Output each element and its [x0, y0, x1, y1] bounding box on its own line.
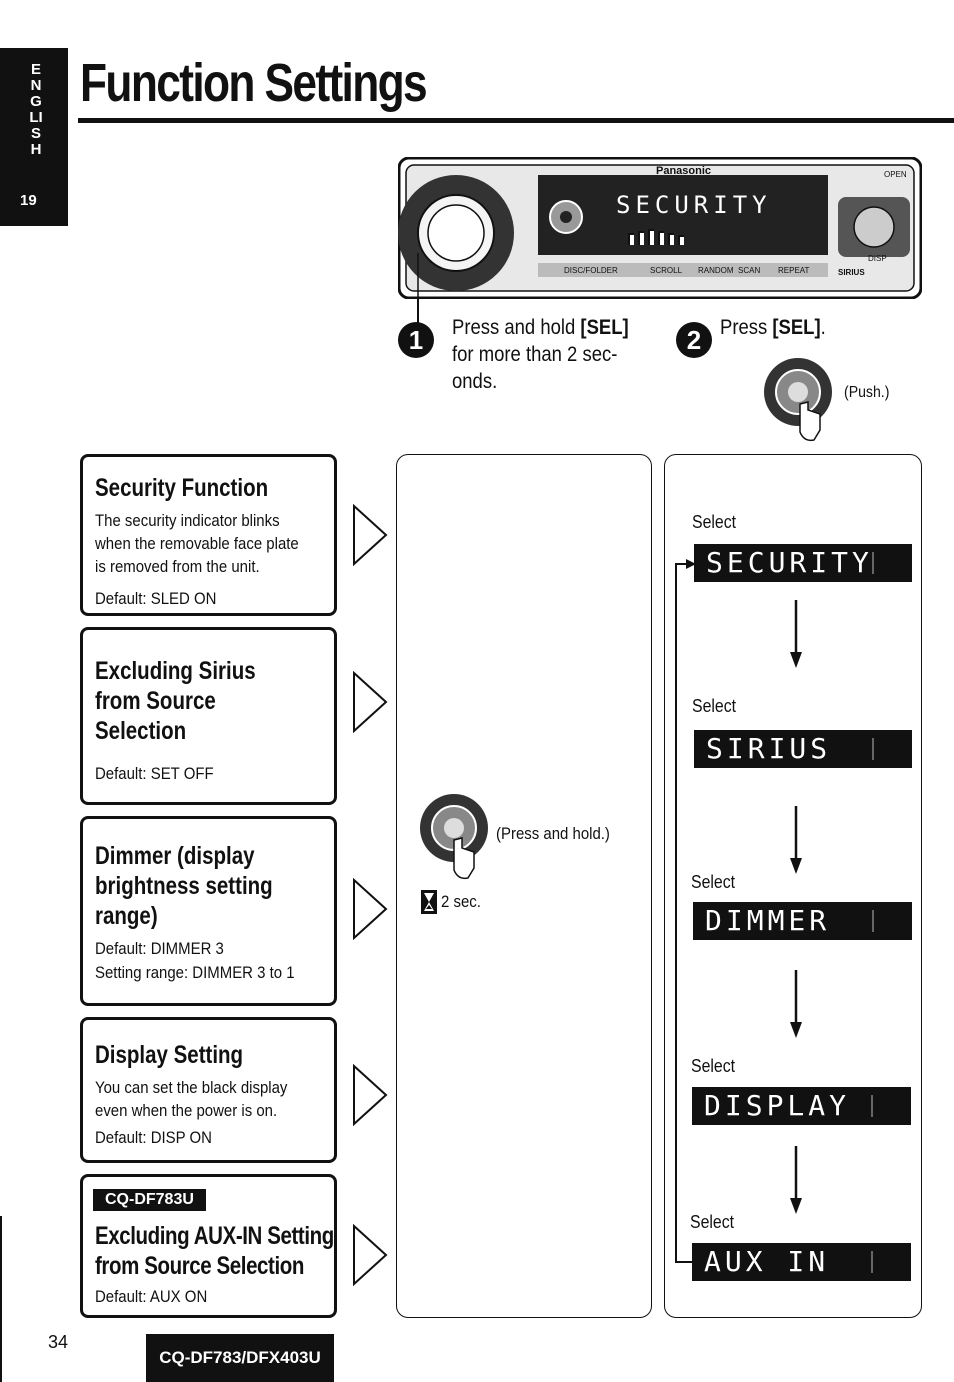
- card-excluding-sirius: Excluding Sirius from Source Selection D…: [80, 627, 337, 805]
- lcd-dimmer: DIMMER: [693, 902, 912, 940]
- arrow-right-icon: [353, 1064, 388, 1126]
- pointer-line: [417, 298, 419, 332]
- card-default: Default: SET OFF: [95, 764, 214, 783]
- arrow-right-icon: [353, 504, 388, 566]
- model-badge: CQ-DF783U: [93, 1189, 206, 1211]
- step-1-text: Press and hold [SEL] for more than 2 sec…: [452, 316, 629, 393]
- card-default: Default: SLED ON: [95, 589, 217, 608]
- card-title: from Source: [95, 687, 216, 715]
- loop-back-arrow: [675, 559, 696, 1263]
- select-label: Select: [691, 872, 736, 892]
- arrow-right-icon: [353, 878, 388, 940]
- lcd-display: DISPLAY: [692, 1087, 911, 1125]
- card-desc: when the removable face plate: [95, 534, 299, 553]
- section-number: 19: [20, 192, 37, 209]
- svg-text:SCROLL: SCROLL: [650, 266, 683, 275]
- push-note: (Push.): [844, 384, 890, 401]
- card-desc: You can set the black display: [95, 1078, 288, 1097]
- card-display-setting: Display Setting You can set the black di…: [80, 1017, 337, 1163]
- arrow-down-icon: [790, 600, 802, 668]
- step-2-text: Press [SEL].: [720, 316, 826, 339]
- lcd-sirius: SIRIUS: [694, 730, 912, 768]
- card-desc: even when the power is on.: [95, 1101, 278, 1120]
- arrow-right-icon: [353, 671, 388, 733]
- card-title: Display Setting: [95, 1041, 244, 1069]
- card-title: Selection: [95, 717, 187, 745]
- step-2-number: 2: [676, 322, 712, 358]
- page-number: 34: [48, 1332, 69, 1352]
- svg-text:RANDOM: RANDOM: [698, 266, 734, 275]
- arrow-right-icon: [353, 1224, 388, 1286]
- hold-instruction-panel: [396, 454, 652, 1318]
- selection-flow-panel: [664, 454, 922, 1318]
- card-title: Excluding AUX-IN Setting: [95, 1222, 334, 1250]
- card-setting-range: Setting range: DIMMER 3 to 1: [95, 963, 295, 982]
- arrow-down-icon: [790, 970, 802, 1038]
- lcd-aux-in: AUX IN: [692, 1243, 911, 1281]
- press-hold-knob-icon: [420, 794, 488, 880]
- card-default: Default: DISP ON: [95, 1128, 212, 1147]
- arrow-down-icon: [790, 806, 802, 874]
- model-footer: CQ-DF783/DFX403U: [146, 1334, 334, 1382]
- select-label: Select: [690, 1212, 735, 1232]
- title-rule: [78, 118, 954, 123]
- lcd-security: SECURITY: [694, 544, 912, 582]
- card-title: range): [95, 902, 158, 930]
- svg-text:REPEAT: REPEAT: [778, 266, 810, 275]
- push-knob-icon: [764, 358, 832, 442]
- svg-text:SIRIUS: SIRIUS: [838, 268, 865, 277]
- language-tab: ENGLISH: [0, 48, 68, 226]
- language-label: ENGLISH: [29, 61, 43, 158]
- step-1-number: 1: [398, 322, 434, 358]
- svg-text:DISP: DISP: [868, 254, 887, 263]
- left-margin-rule: [0, 1216, 2, 1382]
- card-title: Dimmer (display: [95, 842, 255, 870]
- card-security-function: Security Function The security indicator…: [80, 454, 337, 616]
- card-title: Security Function: [95, 474, 269, 502]
- press-hold-note: (Press and hold.): [496, 824, 610, 843]
- card-excluding-aux-in: CQ-DF783U Excluding AUX-IN Setting from …: [80, 1174, 337, 1318]
- time-note: 2 sec.: [441, 892, 481, 911]
- card-title: Excluding Sirius: [95, 657, 256, 685]
- select-label: Select: [692, 512, 737, 532]
- arrow-down-icon: [790, 1146, 802, 1214]
- svg-text:Panasonic: Panasonic: [656, 165, 711, 177]
- card-default: Default: DIMMER 3: [95, 939, 224, 958]
- svg-text:OPEN: OPEN: [884, 170, 907, 179]
- card-title: from Source Selection: [95, 1252, 304, 1280]
- device-display-text: SECURITY: [616, 191, 772, 219]
- hourglass-icon: [421, 890, 437, 914]
- select-label: Select: [691, 1056, 736, 1076]
- card-title: brightness setting: [95, 872, 273, 900]
- svg-text:DISC/FOLDER: DISC/FOLDER: [564, 266, 618, 275]
- card-dimmer: Dimmer (display brightness setting range…: [80, 816, 337, 1006]
- select-label: Select: [692, 696, 737, 716]
- card-default: Default: AUX ON: [95, 1287, 208, 1306]
- head-unit-illustration: SECURITY Panasonic DISC/FOLDER SCROLL RA…: [398, 157, 922, 299]
- card-desc: is removed from the unit.: [95, 557, 260, 576]
- svg-text:SCAN: SCAN: [738, 266, 760, 275]
- card-desc: The security indicator blinks: [95, 511, 280, 530]
- page-title: Function Settings: [80, 53, 428, 113]
